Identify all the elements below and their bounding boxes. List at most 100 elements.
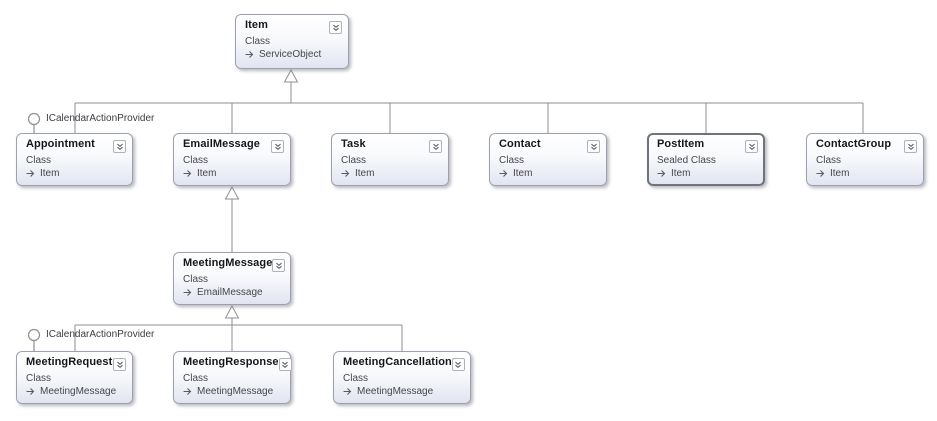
lollipop-circle-icon <box>27 112 41 126</box>
base-type-name: MeetingMessage <box>197 386 274 397</box>
class-box-header: Task <box>341 138 442 153</box>
arrow-right-icon <box>26 170 35 177</box>
lollipop-circle-icon <box>27 328 41 342</box>
class-kind: Class <box>499 155 525 166</box>
base-type-row: Item <box>499 167 600 180</box>
base-type-name: EmailMessage <box>197 287 263 298</box>
class-kind: Class <box>341 155 367 166</box>
collapse-button[interactable] <box>278 358 292 371</box>
base-type-row: Item <box>657 167 758 180</box>
chevron-double-down-icon <box>432 143 439 150</box>
class-box-header: MeetingMessage <box>183 257 286 272</box>
chevron-double-down-icon <box>332 24 339 31</box>
collapse-button[interactable] <box>587 140 600 153</box>
lollipop-interface-appointment[interactable] <box>27 112 41 134</box>
inheritance-connector-emailmessage-meetingmessage[interactable] <box>224 185 240 252</box>
inheritance-triangle-icon <box>224 304 240 319</box>
base-type-row: Item <box>341 167 442 180</box>
arrow-right-icon <box>341 170 350 177</box>
collapse-button[interactable] <box>745 140 758 153</box>
inheritance-triangle-icon <box>224 185 240 200</box>
chevron-double-down-icon <box>748 143 755 150</box>
class-box-meetingcancellation[interactable]: MeetingCancellation Class MeetingMessage <box>333 351 471 404</box>
class-box-item[interactable]: Item Class ServiceObject <box>235 14 349 69</box>
base-type-name: Item <box>513 168 533 179</box>
arrow-right-icon <box>26 388 35 395</box>
collapse-button[interactable] <box>429 140 442 153</box>
chevron-double-down-icon <box>116 361 123 368</box>
arrow-right-icon <box>499 170 508 177</box>
chevron-double-down-icon <box>116 143 123 150</box>
class-name: MeetingResponse <box>183 356 279 368</box>
class-box-header: PostItem <box>657 138 758 153</box>
inheritance-connector-meetingmessage-children[interactable] <box>74 304 403 351</box>
class-kind: Class <box>183 274 209 285</box>
collapse-button[interactable] <box>904 140 917 153</box>
base-type-name: Item <box>197 168 217 179</box>
class-name: MeetingRequest <box>26 356 113 368</box>
collapse-button[interactable] <box>271 140 284 153</box>
class-box-emailmessage[interactable]: EmailMessage Class Item <box>173 133 291 186</box>
base-type-row: MeetingMessage <box>183 385 284 398</box>
collapse-button[interactable] <box>272 259 286 272</box>
collapse-button[interactable] <box>451 358 465 371</box>
base-type-name: Item <box>40 168 60 179</box>
class-name: Appointment <box>26 138 95 150</box>
base-type-row: EmailMessage <box>183 286 284 299</box>
class-box-contact[interactable]: Contact Class Item <box>489 133 607 186</box>
class-box-contactgroup[interactable]: ContactGroup Class Item <box>806 133 924 186</box>
class-box-header: MeetingResponse <box>183 356 292 371</box>
class-name: Item <box>245 19 269 31</box>
arrow-right-icon <box>245 51 254 58</box>
class-name: MeetingCancellation <box>343 356 452 368</box>
class-box-postitem[interactable]: PostItem Sealed Class Item <box>647 133 765 186</box>
class-box-header: Contact <box>499 138 600 153</box>
class-box-header: ContactGroup <box>816 138 917 153</box>
arrow-right-icon <box>183 289 192 296</box>
arrow-right-icon <box>183 170 192 177</box>
class-kind: Class <box>26 373 52 384</box>
class-kind: Class <box>183 155 209 166</box>
arrow-right-icon <box>343 388 352 395</box>
base-type-name: Item <box>671 168 691 179</box>
chevron-double-down-icon <box>282 361 288 368</box>
class-box-header: MeetingRequest <box>26 356 126 371</box>
class-box-header: Appointment <box>26 138 126 153</box>
class-box-meetingresponse[interactable]: MeetingResponse Class MeetingMessage <box>173 351 292 404</box>
class-box-meetingmessage[interactable]: MeetingMessage Class EmailMessage <box>173 252 291 305</box>
base-type-row: MeetingMessage <box>343 385 464 398</box>
class-kind: Class <box>26 155 52 166</box>
base-type-name: MeetingMessage <box>40 386 117 397</box>
class-box-header: MeetingCancellation <box>343 356 465 371</box>
collapse-button[interactable] <box>329 21 342 34</box>
inheritance-triangle-icon <box>283 68 299 83</box>
class-box-meetingrequest[interactable]: MeetingRequest Class MeetingMessage <box>16 351 133 404</box>
class-name: EmailMessage <box>183 138 261 150</box>
class-box-task[interactable]: Task Class Item <box>331 133 449 186</box>
arrow-right-icon <box>657 170 666 177</box>
lollipop-interface-meetingrequest[interactable] <box>27 328 41 352</box>
chevron-double-down-icon <box>276 262 282 269</box>
inheritance-connector-item-children[interactable] <box>74 68 864 133</box>
class-name: Task <box>341 138 366 150</box>
chevron-double-down-icon <box>455 361 462 368</box>
collapse-button[interactable] <box>113 358 126 371</box>
base-type-name: MeetingMessage <box>357 386 434 397</box>
class-box-header: EmailMessage <box>183 138 284 153</box>
class-box-appointment[interactable]: Appointment Class Item <box>16 133 133 186</box>
class-kind: Class <box>245 36 271 47</box>
class-name: Contact <box>499 138 541 150</box>
interface-label-icalendaractionprovider: ICalendarActionProvider <box>46 113 155 124</box>
class-name: MeetingMessage <box>183 257 273 269</box>
base-type-row: Item <box>26 167 126 180</box>
class-box-header: Item <box>245 19 342 34</box>
chevron-double-down-icon <box>907 143 914 150</box>
collapse-button[interactable] <box>113 140 126 153</box>
chevron-double-down-icon <box>274 143 281 150</box>
interface-label-icalendaractionprovider: ICalendarActionProvider <box>46 329 155 340</box>
class-kind: Sealed Class <box>657 155 716 166</box>
base-type-row: MeetingMessage <box>26 385 126 398</box>
class-kind: Class <box>183 373 209 384</box>
chevron-double-down-icon <box>590 143 597 150</box>
